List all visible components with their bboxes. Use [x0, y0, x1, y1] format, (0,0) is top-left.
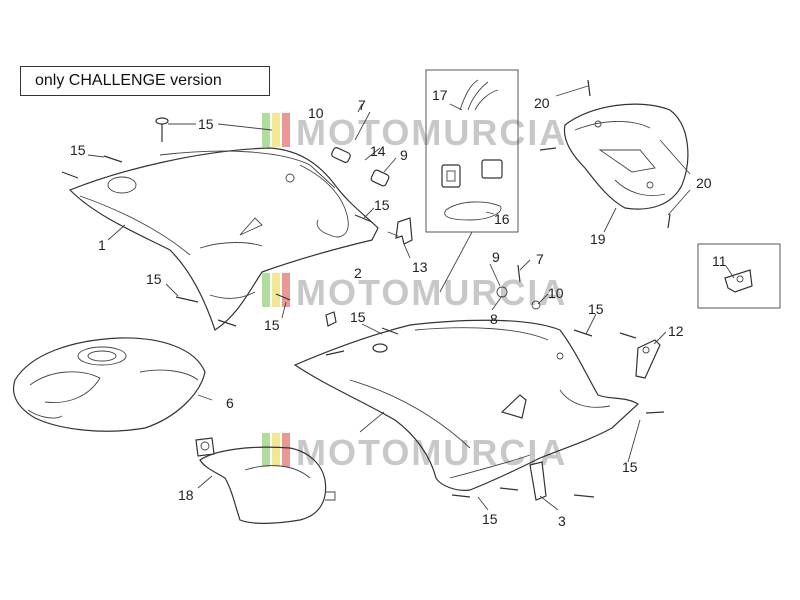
- callout-3: 3: [558, 513, 566, 529]
- callout-14: 14: [370, 143, 386, 159]
- part-fuel-tank: [13, 337, 206, 432]
- part-spacers-top: [331, 111, 390, 187]
- callout-15-mid: 15: [374, 197, 390, 213]
- version-note-box: only CHALLENGE version: [20, 66, 270, 96]
- callout-15-center: 15: [350, 309, 366, 325]
- callout-20-top: 20: [534, 95, 550, 111]
- callout-9-right: 9: [492, 249, 500, 265]
- watermark-text-bottom: MOTOMURCIA: [296, 432, 567, 473]
- callout-1: 1: [98, 237, 106, 253]
- callout-15-top: 15: [198, 116, 214, 132]
- callout-11: 11: [712, 253, 727, 269]
- fasteners: [61, 79, 671, 498]
- callout-15-left: 15: [70, 142, 86, 158]
- callout-8: 8: [490, 311, 498, 327]
- callout-15-tank: 15: [146, 271, 162, 287]
- callout-18: 18: [178, 487, 194, 503]
- callout-16: 16: [494, 211, 510, 227]
- callout-6: 6: [226, 395, 234, 411]
- callout-labels: 1 2 3 6 7 7 8 9 9 10 10 11 12 13 14 15 1…: [70, 87, 727, 529]
- part-bracket-13: [387, 217, 413, 245]
- callout-15-bottom: 15: [482, 511, 498, 527]
- part-left-upper-fairing: [68, 147, 379, 331]
- part-bracket-3: [529, 461, 547, 501]
- version-note-text: only CHALLENGE version: [35, 72, 222, 89]
- callout-20-right: 20: [696, 175, 712, 191]
- callout-17: 17: [432, 87, 448, 103]
- callout-7-top: 7: [358, 97, 366, 113]
- callout-7-right: 7: [536, 251, 544, 267]
- inset-clip-11: [697, 243, 781, 309]
- watermark-top: MOTOMURCIA: [262, 112, 567, 153]
- part-bracket-12: [635, 339, 661, 379]
- watermark-text-top: MOTOMURCIA: [296, 112, 567, 153]
- callout-15-right: 15: [588, 301, 604, 317]
- callout-10-right: 10: [548, 285, 564, 301]
- callout-13: 13: [412, 259, 428, 275]
- inset-wiring-kit: [425, 69, 519, 293]
- part-expansion-reservoir: [195, 437, 336, 524]
- watermark-middle: MOTOMURCIA: [262, 272, 567, 313]
- callout-10-top: 10: [308, 105, 324, 121]
- leader-lines: [87, 85, 735, 511]
- part-nose-fairing: [563, 103, 689, 210]
- callout-15-bottom-right: 15: [622, 459, 638, 475]
- callout-19: 19: [590, 231, 606, 247]
- part-lower-side-fairing: [293, 319, 639, 491]
- callout-2: 2: [354, 265, 362, 281]
- watermark-bottom: MOTOMURCIA: [262, 432, 567, 473]
- callout-9-top: 9: [400, 147, 408, 163]
- callout-15-lower: 15: [264, 317, 280, 333]
- part-clip-2: [325, 311, 337, 327]
- callout-12: 12: [668, 323, 684, 339]
- watermark-text-middle: MOTOMURCIA: [296, 272, 567, 313]
- part-wire-harness: [299, 164, 349, 238]
